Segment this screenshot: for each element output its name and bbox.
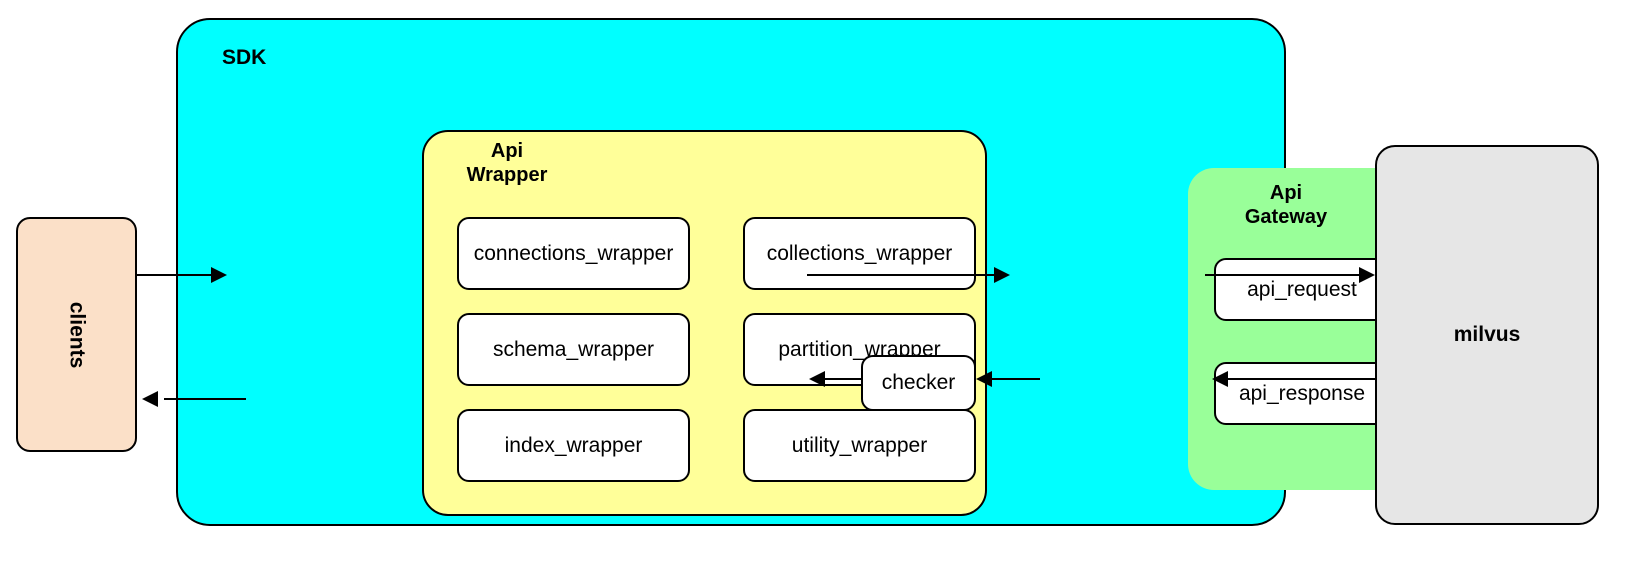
module-label: partition_wrapper: [778, 337, 941, 361]
clients-node[interactable]: clients: [16, 217, 137, 452]
api-wrapper-label: Api Wrapper: [466, 140, 548, 186]
module-label: api_response: [1238, 381, 1366, 405]
connector-api-wrapper-to-api-gateway: [807, 274, 997, 276]
clients-label: clients: [65, 301, 89, 368]
api-gateway-label: Api Gateway: [1244, 182, 1328, 228]
arrowhead-milvus-to-api-response: [1212, 371, 1228, 387]
module-connections-wrapper[interactable]: connections_wrapper: [457, 217, 690, 290]
arrowhead-clients-to-api-wrapper: [211, 267, 227, 283]
connector-checker-to-api-wrapper: [825, 378, 861, 380]
module-label: collections_wrapper: [766, 241, 953, 265]
module-label: connections_wrapper: [473, 241, 674, 265]
module-schema-wrapper[interactable]: schema_wrapper: [457, 313, 690, 386]
sdk-container[interactable]: SDK Api Wrapper connections_wrapper coll…: [176, 18, 1416, 526]
module-label: api_request: [1247, 277, 1357, 301]
module-collections-wrapper[interactable]: collections_wrapper: [743, 217, 976, 290]
sdk-label: SDK: [222, 46, 267, 69]
checker-node[interactable]: checker: [861, 355, 976, 411]
module-label: utility_wrapper: [791, 433, 928, 457]
module-api-response[interactable]: api_response: [1214, 362, 1390, 425]
arrowhead-api-wrapper-to-clients: [142, 391, 158, 407]
module-index-wrapper[interactable]: index_wrapper: [457, 409, 690, 482]
arrowhead-api-wrapper-to-api-gateway: [994, 267, 1010, 283]
arrowhead-api-response-to-checker: [976, 371, 992, 387]
module-label: schema_wrapper: [492, 337, 655, 361]
connector-milvus-to-api-response: [1228, 378, 1375, 380]
connector-api-request-to-milvus: [1205, 274, 1362, 276]
arrowhead-api-request-to-milvus: [1359, 267, 1375, 283]
milvus-node[interactable]: milvus: [1375, 145, 1599, 525]
connector-api-wrapper-to-clients: [164, 398, 246, 400]
connector-api-response-to-checker: [992, 378, 1040, 380]
checker-label: checker: [881, 371, 956, 394]
arrowhead-checker-to-api-wrapper: [809, 371, 825, 387]
module-label: index_wrapper: [504, 433, 643, 457]
connector-clients-to-api-wrapper: [137, 274, 219, 276]
api-wrapper-container[interactable]: Api Wrapper connections_wrapper collecti…: [422, 130, 987, 516]
module-partition-wrapper[interactable]: partition_wrapper: [743, 313, 976, 386]
milvus-label: milvus: [1453, 323, 1521, 346]
module-utility-wrapper[interactable]: utility_wrapper: [743, 409, 976, 482]
